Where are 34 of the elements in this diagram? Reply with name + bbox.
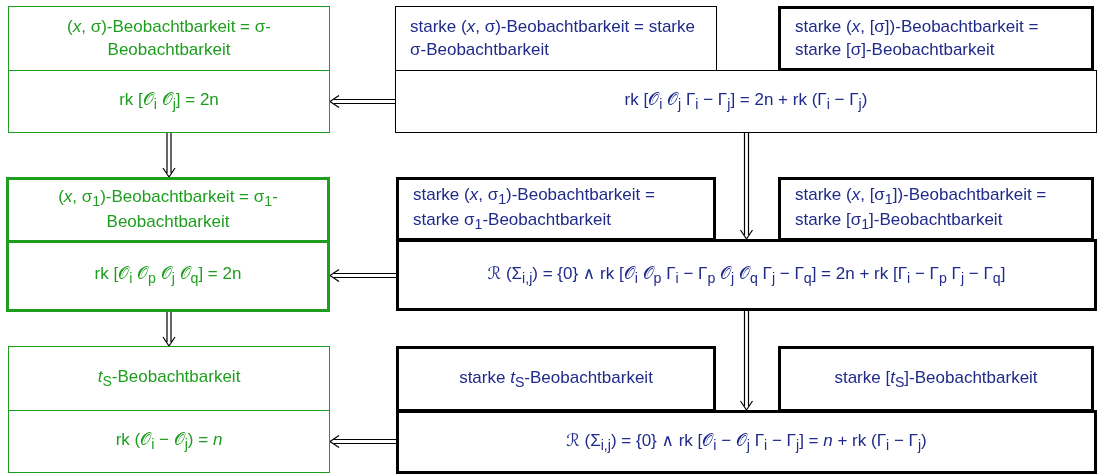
condition-box: [395, 70, 1097, 133]
formula-text: rk (𝒪$_{i}$ − 𝒪$_{j}$) = n: [115, 429, 223, 454]
condition-box: [396, 239, 1097, 311]
double-arrow: [328, 268, 397, 283]
condition-box: [396, 410, 1097, 474]
double-arrow: [739, 310, 754, 412]
condition-box: [396, 346, 716, 412]
condition-box: [395, 6, 717, 71]
heading-text: starke (x, [σ])-Beobachtbarkeit = starke [σ]-Beobachtbarkeit: [795, 16, 1040, 61]
condition-box: [8, 346, 330, 473]
heading-text: t$_{S}$-Beobachtbarkeit: [97, 366, 241, 391]
heading-text: rk [𝒪$_{i}$ 𝒪$_{j}$ Γ$_{i}$ − Γ$_{j}$] = 2n + rk (Γ$_{i}$ − Γ$_{j}$): [624, 89, 868, 114]
double-arrow: [328, 434, 397, 449]
condition-box: [8, 6, 330, 133]
heading-text: (x, σ$_{1}$)-Beobachtbarkeit = σ$_{1}$-Beobachtbarkeit: [57, 186, 279, 234]
heading-text: starke (x, σ)-Beobachtbarkeit = starke σ-Beobachtbarkeit: [410, 16, 696, 61]
formula-text: rk [𝒪$_{i}$ 𝒪$_{j}$] = 2n: [119, 89, 219, 114]
double-arrow: [328, 94, 396, 109]
heading-text: ℛ (Σ$_{i,j}$) = {0} ∧ rk [𝒪$_{i}$ 𝒪$_{p}$ Γ$_{i}$ − Γ$_{p}$ 𝒪$_{j}$ 𝒪$_{q}$ Γ$_{j}$ − Γ$_{q}$] = 2n + rk [Γ$_{i}$ − Γ$_{p}$ Γ$_{j}$ − Γ$_{q}$]: [487, 262, 1006, 288]
condition-box: [778, 177, 1094, 241]
heading-text: ℛ (Σ$_{i,j}$) = {0} ∧ rk [𝒪$_{i}$ − 𝒪$_{j}$ Γ$_{i}$ − Γ$_{j}$] = n + rk (Γ$_{i}$ − Γ$_{j}$): [566, 429, 927, 455]
double-arrow: [162, 311, 176, 348]
double-arrow: [739, 132, 754, 241]
heading-text: starke [t$_{S}$]-Beobachtbarkeit: [834, 366, 1038, 392]
heading-text: (x, σ)-Beobachtbarkeit = σ-Beobachtbarkeit: [66, 16, 272, 61]
condition-box: [778, 6, 1094, 71]
condition-box: [778, 346, 1094, 412]
condition-box: [6, 177, 330, 312]
condition-box: [396, 177, 716, 241]
heading-text: starke (x, [σ$_{1}$])-Beobachtbarkeit = starke [σ$_{1}$]-Beobachtbarkeit: [795, 184, 1048, 234]
heading-text: starke t$_{S}$-Beobachtbarkeit: [459, 366, 653, 392]
heading-text: starke (x, σ$_{1}$)-Beobachtbarkeit = starke σ$_{1}$-Beobachtbarkeit: [413, 184, 656, 234]
double-arrow: [162, 132, 176, 179]
formula-text: rk [𝒪$_{i}$ 𝒪$_{p}$ 𝒪$_{j}$ 𝒪$_{q}$] = 2n: [94, 263, 242, 289]
